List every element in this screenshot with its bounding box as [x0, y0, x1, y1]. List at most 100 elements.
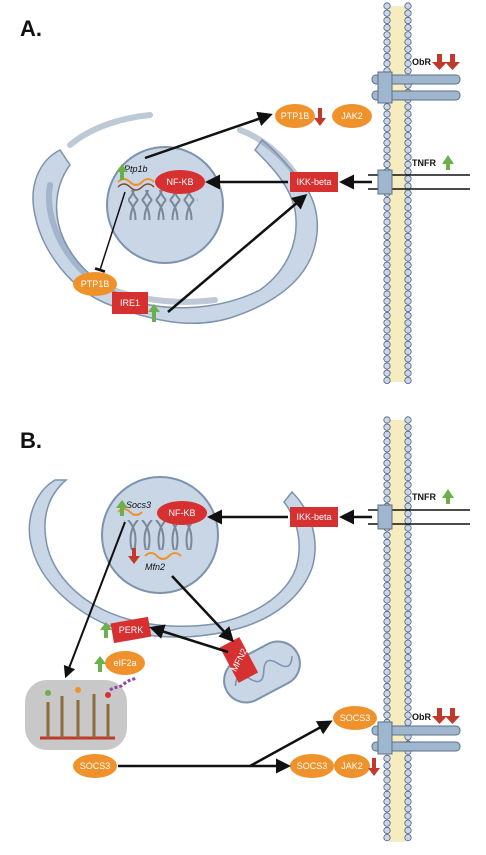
lipid-head: [383, 632, 391, 640]
tnfr-label-a: TNFR: [412, 158, 436, 168]
lipid-head: [404, 16, 412, 24]
lipid-head: [404, 67, 412, 75]
nfkb-pill-b: [157, 501, 207, 525]
lipid-head: [383, 160, 391, 168]
lipid-head: [404, 769, 412, 777]
lipid-head: [383, 311, 391, 320]
lipid-head: [383, 268, 391, 276]
eif2a-label: eIF2a: [113, 658, 136, 668]
lipid-head: [404, 488, 412, 496]
nfkb-label-a: NF-KB: [167, 177, 194, 187]
lipid-head: [383, 146, 391, 154]
lipid-head: [404, 495, 412, 503]
lipid-head: [404, 675, 412, 683]
lipid-head: [404, 805, 412, 813]
lipid-head: [383, 689, 391, 698]
lipid-head: [383, 240, 391, 248]
lipid-head: [404, 646, 412, 655]
lipid-head: [404, 711, 412, 719]
lipid-head: [404, 168, 412, 176]
lipid-head: [404, 430, 412, 438]
ptp1b-er-pill: [73, 272, 117, 296]
lipid-head: [383, 247, 391, 255]
ptp1b-top-pill: [275, 104, 315, 128]
lipid-head: [383, 333, 391, 341]
lipid-head: [404, 103, 412, 111]
lipid-head: [383, 711, 391, 719]
lipid-head: [383, 603, 391, 611]
lipid-head: [383, 423, 391, 431]
lipid-head: [404, 603, 412, 611]
lipid-head: [383, 225, 391, 233]
lipid-head: [383, 275, 391, 284]
lipid-head: [404, 254, 412, 262]
arrow-ire1-to-ikk: [167, 194, 308, 313]
lipid-head: [383, 430, 391, 438]
lipid-head: [404, 182, 412, 190]
lipid-head: [383, 682, 391, 691]
lipid-head: [404, 218, 412, 226]
lipid-head: [404, 502, 412, 510]
lipid-head: [404, 617, 412, 626]
lipid-head: [383, 617, 391, 626]
lipid-head: [404, 574, 412, 583]
lipid-head: [404, 445, 412, 453]
lipid-head: [404, 560, 412, 568]
lipid-head: [383, 574, 391, 583]
lipid-head: [404, 45, 412, 53]
lipid-head: [404, 639, 412, 647]
jak2-pill-a: [332, 104, 372, 128]
lipid-head: [383, 369, 391, 377]
lipid-head: [383, 232, 391, 240]
lipid-head: [404, 517, 412, 525]
panel-a-label: A.: [20, 16, 42, 41]
lipid-head: [383, 553, 391, 561]
perk-box: [110, 616, 152, 644]
lipid-head: [404, 632, 412, 640]
lipid-head: [404, 538, 412, 547]
lipid-head: [383, 416, 391, 424]
er-outer-b: [28, 479, 316, 638]
arrow-nucleus-to-ptp1b: [144, 111, 273, 160]
lipid-head: [383, 581, 391, 590]
lipid-head: [383, 124, 391, 132]
lipid-head: [404, 290, 412, 298]
lipid-head: [383, 204, 391, 212]
up-arrow-icon: [116, 164, 128, 180]
tnfr-label-b: TNFR: [412, 492, 436, 502]
socs3-left-label: SOCS3: [80, 761, 111, 771]
lipid-head: [404, 59, 412, 68]
obr-label-b: ObR: [412, 712, 431, 722]
lipid-head: [404, 459, 412, 467]
lipid-head: [383, 110, 391, 118]
lipid-head: [404, 304, 412, 312]
lipid-head: [404, 797, 412, 806]
membrane-b: [383, 416, 412, 842]
lipid-head: [383, 452, 391, 460]
lipid-head: [383, 283, 391, 291]
obr-receptor-a: [371, 71, 461, 104]
lipid-head: [383, 495, 391, 503]
perk-label: PERK: [119, 625, 144, 635]
lipid-head: [383, 653, 391, 662]
lipid-head: [383, 16, 391, 24]
lipid-head: [383, 661, 391, 669]
lipid-head: [383, 545, 391, 554]
lipid-head: [404, 509, 412, 518]
down-arrow-icon: [432, 708, 447, 724]
lipid-head: [383, 819, 391, 827]
jak2-label-b: JAK2: [341, 761, 363, 771]
lipid-head: [404, 297, 412, 305]
lipid-head: [404, 153, 412, 161]
er-nucleus-b: [28, 476, 316, 638]
lipid-head: [404, 110, 412, 118]
gene-ptp1b-label: Ptp1b: [124, 164, 148, 174]
lipid-head: [404, 369, 412, 377]
lipid-head: [383, 596, 391, 604]
lipid-head: [383, 23, 391, 32]
lipid-head: [404, 610, 412, 619]
lipid-head: [383, 790, 391, 799]
dna-helix-icon: [124, 520, 194, 550]
lipid-head: [404, 437, 412, 446]
